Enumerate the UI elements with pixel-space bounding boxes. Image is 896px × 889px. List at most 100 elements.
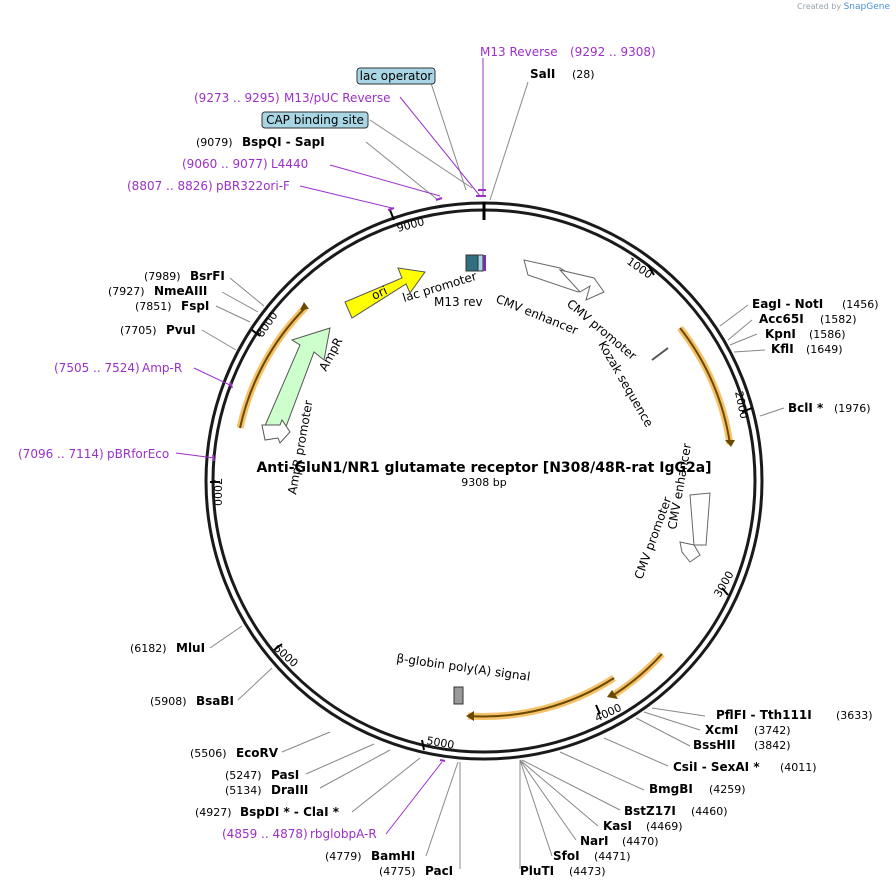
cds-arc-right-top: [677, 325, 734, 445]
enzyme-sfoi-pos: (4471): [594, 850, 631, 863]
enzyme-nmeaiii-name: NmeAIII: [154, 284, 207, 298]
enzyme-bmgbi-name: BmgBI: [649, 782, 693, 796]
primer-marks: [212, 189, 486, 762]
enzyme-pvui-name: PvuI: [166, 323, 196, 337]
enzyme-kpni-name: KpnI: [765, 327, 796, 341]
enzyme-pluti-name: PluTI: [520, 864, 554, 878]
primer-pbr322-range: (8807 .. 8826): [127, 179, 213, 193]
primer-m13-reverse-name: M13 Reverse: [480, 45, 558, 59]
enzyme-nmeaiii-pos: (7927): [108, 285, 145, 298]
cds-arc-right-top-line: [679, 327, 731, 445]
m13-rev-label: M13 rev: [434, 295, 483, 309]
plasmid-title: Anti-GluN1/NR1 glutamate receptor [N308/…: [256, 460, 711, 476]
cds-arc-bottom: [467, 675, 616, 720]
enzyme-bamhi-name: BamHI: [371, 849, 415, 863]
enzyme-eagi-name: EagI - NotI: [752, 297, 823, 311]
enzyme-fspi-pos: (7851): [135, 300, 172, 313]
enzyme-bcli-pos: (1976): [834, 402, 871, 415]
enzyme-csii-pos: (4011): [780, 761, 817, 774]
enzyme-kasi-pos: (4469): [646, 820, 683, 833]
primer-l4440-name: L4440: [271, 157, 308, 171]
enzyme-bspqi-pos: (9079): [196, 136, 233, 149]
enzyme-acc65i-name: Acc65I: [759, 312, 804, 326]
cmv-enhancer-2-feature: [689, 492, 711, 546]
ori-label: ori: [369, 283, 389, 302]
enzyme-bsshii-pos: (3842): [754, 739, 791, 752]
cds-arrowheads: [300, 302, 735, 721]
primer-m13-puc-range: (9273 .. 9295): [194, 91, 280, 105]
cmv-enhancer-1-label: CMV enhancer: [494, 292, 580, 338]
enzyme-draiii-name: DraIII: [271, 783, 308, 797]
enzyme-fspi-name: FspI: [181, 299, 209, 313]
enzyme-pluti-pos: (4473): [569, 865, 606, 878]
primer-m13-reverse: M13 Reverse (9292 .. 9308): [480, 45, 656, 59]
cmv-promoter-2-label: CMV promoter: [632, 495, 675, 581]
enzyme-xcmi-name: XcmI: [705, 723, 738, 737]
m13rev-block: [483, 255, 486, 271]
primer-pbr322: (8807 .. 8826) pBR322ori-F: [127, 179, 290, 193]
primer-ampr-name: Amp-R: [142, 361, 182, 375]
enzyme-pasi-pos: (5247): [225, 769, 262, 782]
amp-promoter-feature: [261, 418, 291, 444]
tick-5000: 5000: [425, 734, 455, 752]
primer-l4440: (9060 .. 9077) L4440: [182, 157, 308, 171]
enzyme-bspdi-name: BspDI * - ClaI *: [240, 805, 340, 819]
tick-9000: 9000: [395, 215, 425, 235]
enzyme-eagi-pos: (1456): [842, 298, 879, 311]
primer-rbglob: (4859 .. 4878) rbglobpA-R: [222, 827, 377, 841]
tick-8000: 8000: [254, 309, 281, 339]
lac-promoter-block: [465, 254, 479, 272]
enzyme-nari-name: NarI: [580, 834, 609, 848]
tick-labels: 1000 2000 3000 4000 5000 6000 7000 8000 …: [211, 215, 751, 752]
enzyme-bsrfi-name: BsrFI: [190, 269, 225, 283]
snapgene-credit: Created by SnapGene: [797, 2, 890, 12]
lac-operator-block: [477, 254, 484, 272]
enzyme-bcli-name: BclI *: [788, 401, 824, 415]
primer-rbglob-range: (4859 .. 4878): [222, 827, 308, 841]
primer-leader-lines: [175, 58, 484, 835]
enzyme-bspdi-pos: (4927): [195, 806, 232, 819]
enzyme-bmgbi-pos: (4259): [709, 783, 746, 796]
ampr-feature: [263, 327, 331, 433]
primer-pbrfor-name: pBRforEco: [107, 447, 169, 461]
credit-prefix: Created by: [797, 2, 842, 11]
enzyme-pvui-pos: (7705): [120, 324, 157, 337]
primer-l4440-range: (9060 .. 9077): [182, 157, 268, 171]
enzyme-xcmi-pos: (3742): [754, 724, 791, 737]
enzyme-mlui-name: MluI: [176, 641, 205, 655]
cds-arc-bottom-line: [467, 677, 615, 718]
globin-feature: [453, 686, 464, 705]
enzyme-bsabi-name: BsaBI: [196, 694, 234, 708]
enzyme-sfoi-name: SfoI: [553, 849, 580, 863]
enzyme-kasi-name: KasI: [603, 819, 632, 833]
cmv-enhancer-2-label: CMV enhancer: [665, 442, 694, 530]
enzyme-pflfi-name: PflFI - Tth111I: [716, 708, 812, 722]
primer-pbr322-name: pBR322ori-F: [216, 179, 290, 193]
enzyme-pflfi-pos: (3633): [836, 709, 873, 722]
primer-ampr: (7505 .. 7524) Amp-R: [54, 361, 182, 375]
cds-arc-bottom-right: [610, 651, 665, 699]
enzyme-paci-pos: (4775): [379, 865, 416, 878]
enzyme-bstz17i-pos: (4460): [691, 805, 728, 818]
snapgene-logo: SnapGene: [843, 2, 890, 12]
cds-arc-bottom-right-line: [611, 653, 663, 697]
cds-arcs: [236, 305, 734, 720]
cmv-promoter-1-feature: [558, 269, 605, 301]
cap-site-text: CAP binding site: [266, 113, 364, 127]
plasmid-length: 9308 bp: [461, 476, 506, 489]
primer-ampr-range: (7505 .. 7524): [54, 361, 140, 375]
primer-m13-puc-name: M13/pUC Reverse: [284, 91, 391, 105]
tick-marks: [210, 202, 753, 751]
enzyme-draiii-pos: (5134): [225, 784, 262, 797]
enzyme-csii-name: CsiI - SexAI *: [673, 760, 760, 774]
enzyme-labels: SalI (28) EagI - NotI (1456) Acc65I (158…: [108, 67, 879, 878]
tick-2000: 2000: [732, 390, 751, 420]
enzyme-kpni-pos: (1586): [809, 328, 846, 341]
cmv-promoter-2-feature: [679, 541, 701, 563]
enzyme-bstz17i-name: BstZ17I: [624, 804, 676, 818]
primer-m13-puc: (9273 .. 9295) M13/pUC Reverse: [194, 91, 391, 105]
tick-3000: 3000: [711, 569, 736, 600]
lac-operator-box: lac operator: [356, 67, 436, 85]
cds-arc-left-line: [239, 307, 306, 429]
enzyme-bspqi-name: BspQI - SapI: [242, 135, 325, 149]
